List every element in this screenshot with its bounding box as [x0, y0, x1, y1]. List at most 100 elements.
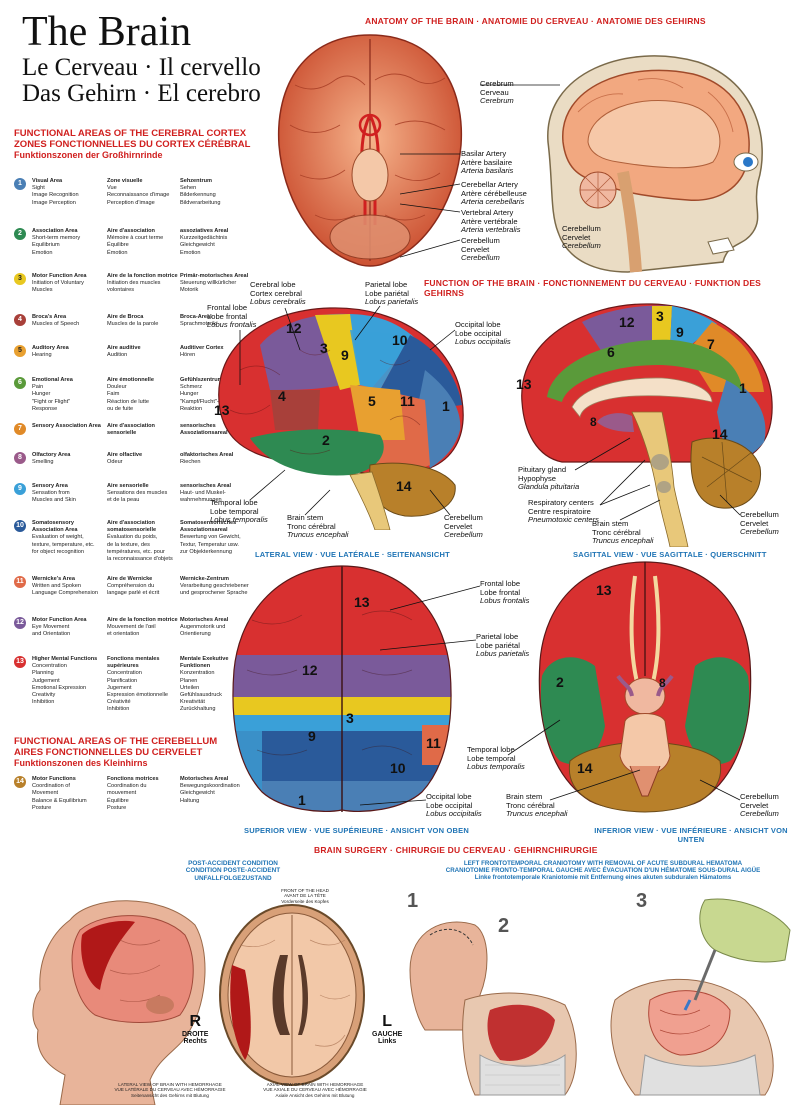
surgery-lateral-head — [32, 900, 206, 1105]
craniotomy-title: LEFT FRONTOTEMPORAL CRANIOTOMY WITH REMO… — [445, 860, 761, 882]
page-title: The Brain — [22, 9, 192, 55]
label-respiratory-centers: Respiratory centers Centre respiratoire … — [528, 498, 599, 525]
cortex-title-en: FUNCTIONAL AREAS OF THE CEREBRAL CORTEX — [14, 128, 247, 139]
superior-view-caption: SUPERIOR VIEW · VUE SUPÉRIEURE · ANSICHT… — [244, 826, 469, 835]
label-cerebrum: Cerebrum Cerveau Cerebrum — [480, 79, 514, 106]
anatomy-heading: ANATOMY OF THE BRAIN · ANATOMIE DU CERVE… — [365, 16, 706, 26]
lateral-view-caption: LATERAL VIEW · VUE LATÉRALE · SEITENANSI… — [255, 550, 450, 559]
inferior-view-caption: INFERIOR VIEW · VUE INFÉRIEURE · ANSICHT… — [594, 826, 788, 844]
step-2-number: 2 — [498, 915, 510, 937]
function-heading: FUNCTION OF THE BRAIN · FONCTIONNEMENT D… — [424, 278, 762, 298]
label-cerebellar-artery: Cerebellar Artery Artère cérébelleuse Ar… — [461, 180, 527, 207]
label-pituitary-gland: Pituitary gland Hypophyse Glandula pitui… — [518, 465, 580, 492]
area-number-badge: 3 — [14, 273, 26, 285]
label-cerebellum-anatomy-right: Cerebellum Cervelet Cerebellum — [562, 224, 601, 251]
superior-view-numbers: 13 12 3 9 11 10 1 — [298, 594, 441, 808]
page-subtitle-1: Le Cerveau · Il cervello — [22, 54, 261, 81]
label-temporal-lobe-lateral: Temporal lobe Lobe temporal Lobus tempor… — [210, 498, 268, 525]
label-occipital-lobe-superior: Occipital lobe Lobe occipital Lobus occi… — [426, 792, 482, 819]
area-fr: Aire d'association sensorielle — [107, 423, 155, 437]
lateral-view-brain — [218, 307, 464, 530]
area-number-badge: 1 — [14, 178, 26, 190]
lateral-view-numbers: 12 3 9 10 4 13 5 11 1 2 14 — [214, 320, 450, 494]
area-number-badge: 11 — [14, 576, 26, 588]
area-number-badge: 7 — [14, 423, 26, 435]
cerebellum-title-de: Funktionszonen des Kleinhirns — [14, 758, 148, 768]
front-of-head-label: FRONT OF THE HEAD AVANT DE LA TÊTE Vorde… — [281, 888, 329, 904]
area-number-badge: 13 — [14, 656, 26, 668]
area-de: sensorisches Assoziationsareal — [180, 423, 228, 437]
area-number-badge: 6 — [14, 377, 26, 389]
gauche-label: L GAUCHE Links — [372, 1013, 403, 1045]
label-brain-stem-inferior: Brain stem Tronc cérébral Truncus enceph… — [506, 792, 568, 819]
area-en: Sensory Association Area — [32, 423, 101, 429]
axial-hemorrhage-caption: AXIAL VIEW OF BRAIN WITH HEMORRHAGE VUE … — [263, 1082, 367, 1098]
area-number-badge: 4 — [14, 314, 26, 326]
step-3-number: 3 — [636, 890, 648, 912]
droite-label: R DROITE Rechts — [182, 1013, 209, 1045]
cerebellum-section-title: FUNCTIONAL AREAS OF THE CEREBELLUM AIRES… — [14, 736, 264, 769]
label-cerebellum-sagittal: Cerebellum Cervelet Cerebellum — [740, 510, 779, 537]
cortex-title-fr: ZONES FONCTIONNELLES DU CORTEX CÉRÉBRAL — [14, 139, 251, 150]
label-cerebral-lobe: Cerebral lobe Cortex cerebral Lobus cere… — [250, 280, 306, 307]
superior-view-brain — [232, 565, 452, 812]
cortex-title-de: Funktionszonen der Großhirnrinde — [14, 150, 163, 160]
label-parietal-lobe-superior: Parietal lobe Lobe pariétal Lobus pariet… — [476, 632, 530, 659]
area-number-badge: 5 — [14, 345, 26, 357]
label-occipital-lobe-lateral: Occipital lobe Lobe occipital Lobus occi… — [455, 320, 511, 347]
sagittal-view-caption: SAGITTAL VIEW · VUE SAGITTALE · QUERSCHN… — [573, 550, 767, 559]
area-number-badge: 2 — [14, 228, 26, 240]
area-number-badge: 14 — [14, 776, 26, 788]
label-cerebellum-lateral: Cerebellum Cervelet Cerebellum — [444, 513, 483, 540]
area-number-badge: 10 — [14, 520, 26, 532]
inferior-anatomy-brain-illustration — [277, 34, 463, 267]
sagittal-view-brain — [521, 303, 773, 547]
anatomy-leader-lines — [400, 84, 560, 258]
inferior-view-brain — [538, 561, 752, 813]
surgery-axial-brain — [219, 904, 365, 1086]
label-parietal-lobe-lateral: Parietal lobe Lobe pariétal Lobus pariet… — [365, 280, 419, 307]
area-number-badge: 12 — [14, 617, 26, 629]
sagittal-view-numbers: 12 3 9 7 6 13 8 1 14 — [516, 308, 747, 442]
cerebellum-title-fr: AIRES FONCTIONNELLES DU CERVELET — [14, 747, 203, 758]
label-cerebellum-inferior: Cerebellum Cervelet Cerebellum — [740, 792, 779, 819]
label-basilar-artery: Basilar Artery Artère basilaire Arteria … — [461, 149, 514, 176]
area-number-badge: 9 — [14, 483, 26, 495]
area-number-badge: 8 — [14, 452, 26, 464]
